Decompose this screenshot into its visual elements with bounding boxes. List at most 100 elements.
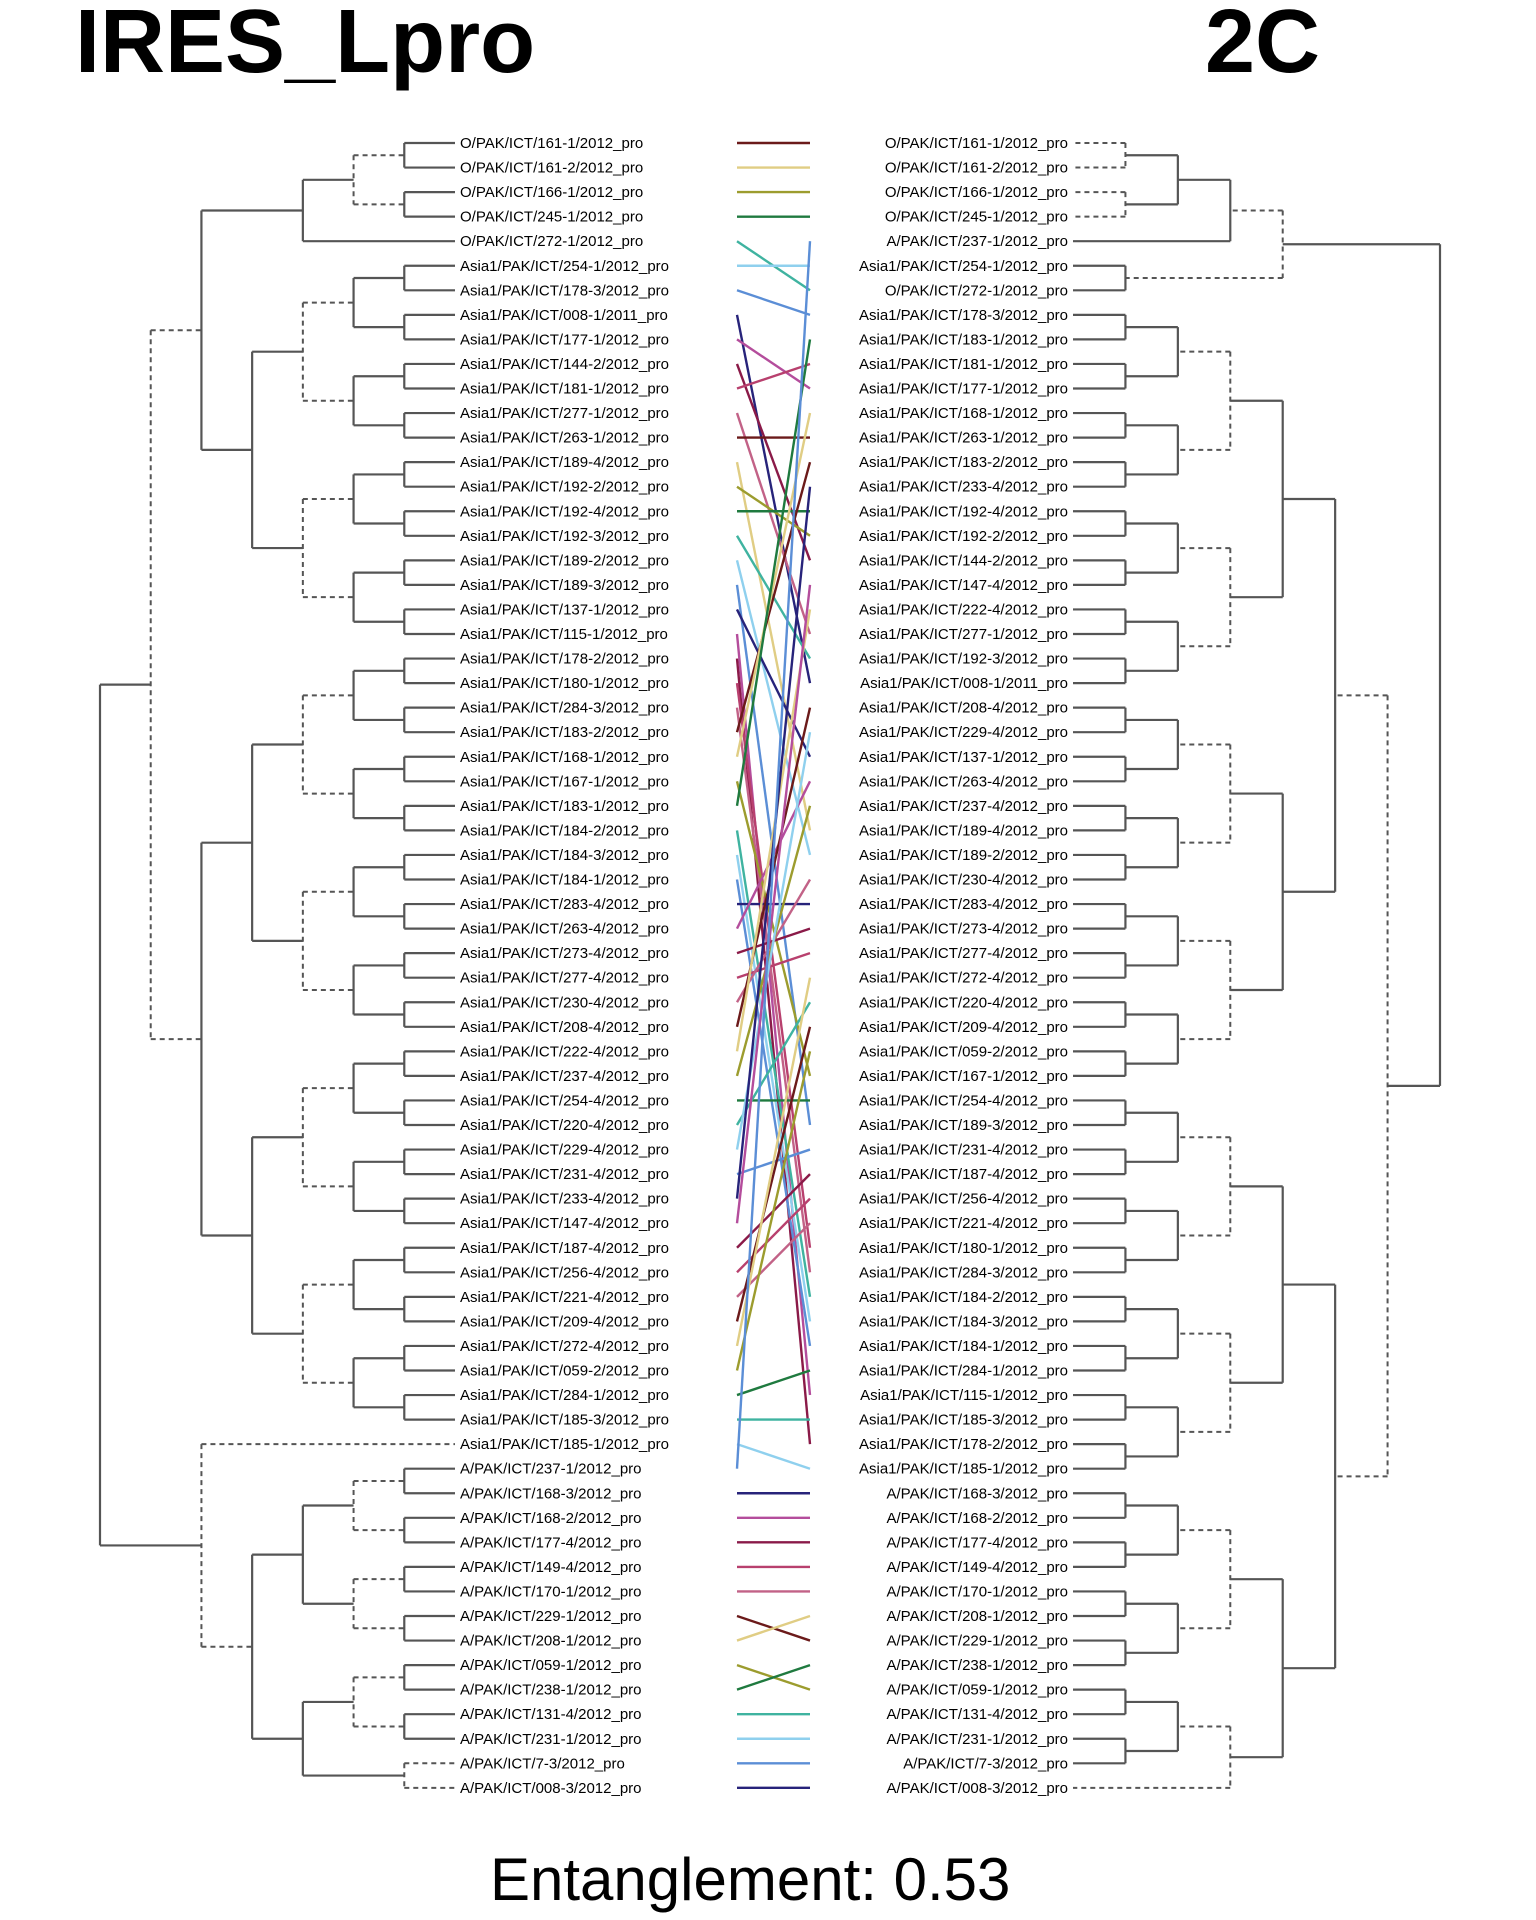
right-leaf-label: Asia1/PAK/ICT/263-4/2012_pro bbox=[859, 773, 1068, 790]
right-leaf-label: Asia1/PAK/ICT/221-4/2012_pro bbox=[859, 1215, 1068, 1232]
right-leaf-label: A/PAK/ICT/170-1/2012_pro bbox=[887, 1583, 1069, 1600]
left-leaf-label: Asia1/PAK/ICT/178-3/2012_pro bbox=[460, 282, 669, 299]
connector-line bbox=[735, 879, 812, 1347]
right-leaf-label: Asia1/PAK/ICT/183-1/2012_pro bbox=[859, 331, 1068, 348]
right-leaf-label: Asia1/PAK/ICT/115-1/2012_pro bbox=[860, 1387, 1068, 1404]
right-leaf-label: A/PAK/ICT/177-4/2012_pro bbox=[887, 1534, 1069, 1551]
right-leaf-label: O/PAK/ICT/166-1/2012_pro bbox=[885, 184, 1068, 201]
right-leaf-label: Asia1/PAK/ICT/137-1/2012_pro bbox=[859, 749, 1068, 766]
right-leaf-label: Asia1/PAK/ICT/144-2/2012_pro bbox=[859, 552, 1068, 569]
left-leaf-label: Asia1/PAK/ICT/273-4/2012_pro bbox=[460, 945, 669, 962]
right-leaf-label: Asia1/PAK/ICT/180-1/2012_pro bbox=[859, 1240, 1068, 1257]
left-leaf-label: A/PAK/ICT/208-1/2012_pro bbox=[460, 1633, 642, 1650]
left-leaf-label: Asia1/PAK/ICT/184-1/2012_pro bbox=[460, 872, 669, 889]
left-leaf-label: Asia1/PAK/ICT/231-4/2012_pro bbox=[460, 1166, 669, 1183]
right-leaf-label: Asia1/PAK/ICT/254-1/2012_pro bbox=[859, 258, 1068, 275]
right-leaf-label: Asia1/PAK/ICT/284-1/2012_pro bbox=[859, 1363, 1068, 1380]
left-leaf-label: Asia1/PAK/ICT/221-4/2012_pro bbox=[460, 1289, 669, 1306]
right-leaf-label: A/PAK/ICT/7-3/2012_pro bbox=[903, 1755, 1068, 1772]
left-leaf-label: A/PAK/ICT/059-1/2012_pro bbox=[460, 1657, 642, 1674]
right-leaf-label: Asia1/PAK/ICT/168-1/2012_pro bbox=[859, 405, 1068, 422]
connector-line bbox=[736, 289, 811, 316]
connector-line bbox=[735, 608, 812, 758]
left-leaf-label: O/PAK/ICT/272-1/2012_pro bbox=[460, 233, 643, 250]
left-leaf-label: Asia1/PAK/ICT/178-2/2012_pro bbox=[460, 651, 669, 668]
connector-line bbox=[735, 241, 812, 1469]
right-leaf-label: O/PAK/ICT/161-2/2012_pro bbox=[885, 160, 1068, 177]
left-leaf-label: A/PAK/ICT/149-4/2012_pro bbox=[460, 1559, 642, 1576]
connector-line bbox=[736, 1663, 811, 1691]
left-leaf-label: O/PAK/ICT/245-1/2012_pro bbox=[460, 209, 643, 226]
connector-line bbox=[736, 1369, 811, 1397]
left-leaf-label: Asia1/PAK/ICT/184-2/2012_pro bbox=[460, 822, 669, 839]
tangle-connectors bbox=[735, 141, 812, 1790]
right-leaf-label: Asia1/PAK/ICT/181-1/2012_pro bbox=[859, 356, 1068, 373]
left-leaf-label: Asia1/PAK/ICT/277-1/2012_pro bbox=[460, 405, 669, 422]
right-leaf-label: O/PAK/ICT/245-1/2012_pro bbox=[885, 209, 1068, 226]
right-leaf-label: A/PAK/ICT/149-4/2012_pro bbox=[887, 1559, 1069, 1576]
left-leaf-label: Asia1/PAK/ICT/254-4/2012_pro bbox=[460, 1092, 669, 1109]
left-leaf-labels: O/PAK/ICT/161-1/2012_proO/PAK/ICT/161-2/… bbox=[460, 135, 669, 1797]
right-leaf-label: Asia1/PAK/ICT/237-4/2012_pro bbox=[859, 798, 1068, 815]
right-leaf-label: Asia1/PAK/ICT/183-2/2012_pro bbox=[859, 454, 1068, 471]
left-leaf-label: O/PAK/ICT/161-1/2012_pro bbox=[460, 135, 643, 152]
left-leaf-label: Asia1/PAK/ICT/284-1/2012_pro bbox=[460, 1387, 669, 1404]
left-leaf-label: A/PAK/ICT/177-4/2012_pro bbox=[460, 1534, 642, 1551]
right-leaf-label: Asia1/PAK/ICT/208-4/2012_pro bbox=[859, 700, 1068, 717]
left-leaf-label: Asia1/PAK/ICT/209-4/2012_pro bbox=[460, 1313, 669, 1330]
right-leaf-label: Asia1/PAK/ICT/178-3/2012_pro bbox=[859, 307, 1068, 324]
left-leaf-label: Asia1/PAK/ICT/115-1/2012_pro bbox=[460, 626, 668, 643]
left-leaf-label: Asia1/PAK/ICT/230-4/2012_pro bbox=[460, 994, 669, 1011]
left-leaf-label: Asia1/PAK/ICT/284-3/2012_pro bbox=[460, 700, 669, 717]
right-leaf-label: Asia1/PAK/ICT/185-3/2012_pro bbox=[859, 1412, 1068, 1429]
entanglement-score: Entanglement: 0.53 bbox=[490, 1846, 1010, 1913]
right-leaf-label: A/PAK/ICT/168-2/2012_pro bbox=[887, 1510, 1069, 1527]
left-leaf-label: O/PAK/ICT/161-2/2012_pro bbox=[460, 160, 643, 177]
right-leaf-label: Asia1/PAK/ICT/187-4/2012_pro bbox=[859, 1166, 1068, 1183]
left-leaf-label: Asia1/PAK/ICT/189-2/2012_pro bbox=[460, 552, 669, 569]
left-leaf-label: A/PAK/ICT/170-1/2012_pro bbox=[460, 1583, 642, 1600]
left-leaf-label: Asia1/PAK/ICT/183-2/2012_pro bbox=[460, 724, 669, 741]
left-leaf-label: Asia1/PAK/ICT/263-1/2012_pro bbox=[460, 430, 669, 447]
left-leaf-label: Asia1/PAK/ICT/237-4/2012_pro bbox=[460, 1068, 669, 1085]
right-leaf-label: Asia1/PAK/ICT/184-3/2012_pro bbox=[859, 1313, 1068, 1330]
right-dendrogram bbox=[1073, 142, 1442, 1789]
right-leaf-label: Asia1/PAK/ICT/189-4/2012_pro bbox=[859, 822, 1068, 839]
right-leaf-label: O/PAK/ICT/272-1/2012_pro bbox=[885, 282, 1068, 299]
right-leaf-label: Asia1/PAK/ICT/283-4/2012_pro bbox=[859, 896, 1068, 913]
left-leaf-label: A/PAK/ICT/229-1/2012_pro bbox=[460, 1608, 642, 1625]
left-leaf-label: Asia1/PAK/ICT/185-1/2012_pro bbox=[460, 1436, 669, 1453]
left-leaf-label: Asia1/PAK/ICT/167-1/2012_pro bbox=[460, 773, 669, 790]
right-leaf-label: A/PAK/ICT/008-3/2012_pro bbox=[887, 1780, 1069, 1797]
left-leaf-label: A/PAK/ICT/7-3/2012_pro bbox=[460, 1755, 625, 1772]
right-leaf-label: Asia1/PAK/ICT/277-4/2012_pro bbox=[859, 945, 1068, 962]
left-leaf-label: Asia1/PAK/ICT/177-1/2012_pro bbox=[460, 331, 669, 348]
left-leaf-label: Asia1/PAK/ICT/263-4/2012_pro bbox=[460, 921, 669, 938]
right-leaf-label: A/PAK/ICT/238-1/2012_pro bbox=[887, 1657, 1069, 1674]
right-leaf-label: O/PAK/ICT/161-1/2012_pro bbox=[885, 135, 1068, 152]
connector-line bbox=[736, 1614, 811, 1642]
connector-line bbox=[735, 412, 812, 757]
left-leaf-label: Asia1/PAK/ICT/277-4/2012_pro bbox=[460, 970, 669, 987]
connector-line bbox=[735, 584, 812, 1224]
right-leaf-label: Asia1/PAK/ICT/263-1/2012_pro bbox=[859, 430, 1068, 447]
connector-line bbox=[735, 707, 812, 1273]
connector-line bbox=[735, 461, 812, 831]
right-leaf-label: Asia1/PAK/ICT/189-2/2012_pro bbox=[859, 847, 1068, 864]
right-leaf-label: Asia1/PAK/ICT/192-2/2012_pro bbox=[859, 528, 1068, 545]
left-leaf-label: Asia1/PAK/ICT/192-4/2012_pro bbox=[460, 503, 669, 520]
left-leaf-label: A/PAK/ICT/168-3/2012_pro bbox=[460, 1485, 642, 1502]
right-leaf-label: Asia1/PAK/ICT/230-4/2012_pro bbox=[859, 872, 1068, 889]
left-dendrogram bbox=[98, 141, 455, 1789]
left-leaf-label: A/PAK/ICT/131-4/2012_pro bbox=[460, 1706, 642, 1723]
right-leaf-label: Asia1/PAK/ICT/185-1/2012_pro bbox=[859, 1461, 1068, 1478]
right-leaf-label: Asia1/PAK/ICT/233-4/2012_pro bbox=[859, 479, 1068, 496]
connector-line bbox=[736, 1443, 811, 1470]
connector-line bbox=[735, 461, 812, 733]
right-leaf-label: Asia1/PAK/ICT/222-4/2012_pro bbox=[859, 601, 1068, 618]
connector-line bbox=[735, 339, 812, 807]
connector-line bbox=[735, 1001, 812, 1126]
left-leaf-label: Asia1/PAK/ICT/144-2/2012_pro bbox=[460, 356, 669, 373]
left-leaf-label: Asia1/PAK/ICT/185-3/2012_pro bbox=[460, 1412, 669, 1429]
